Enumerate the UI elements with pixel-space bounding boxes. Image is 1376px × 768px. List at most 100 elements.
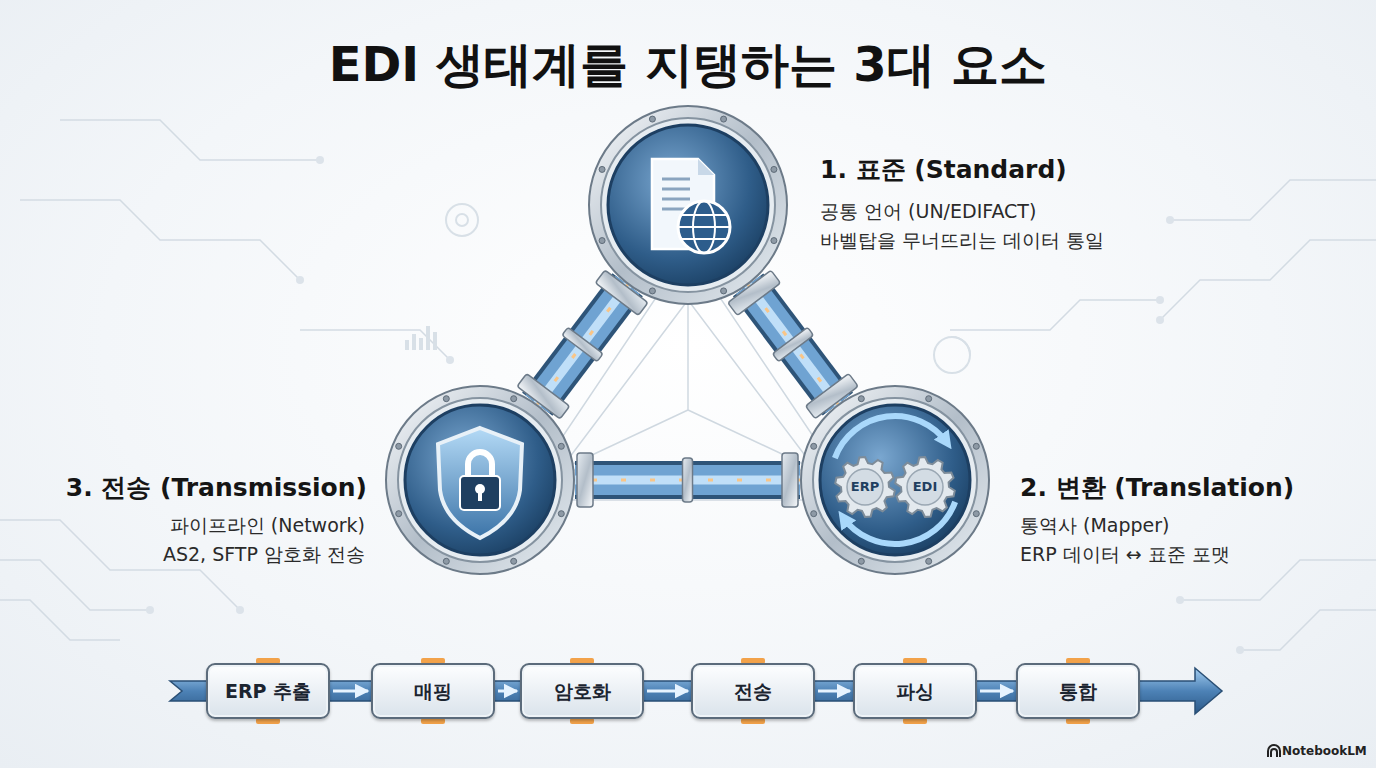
watermark-icon xyxy=(1268,745,1280,757)
element-description: 공통 언어 (UN/EDIFACT) xyxy=(820,200,1036,223)
hub-bolt xyxy=(511,558,517,564)
decor xyxy=(20,200,300,280)
process-step: 암호화 xyxy=(520,663,644,719)
element-heading: 1. 표준 (Standard) xyxy=(820,155,1067,185)
hub-bolt xyxy=(396,511,402,517)
decor xyxy=(1176,596,1184,604)
box-lights xyxy=(256,658,1090,724)
element-description: 파이프라인 (Network) xyxy=(170,514,365,537)
globe-parallel xyxy=(678,226,730,228)
decor xyxy=(950,300,1160,330)
gear-symbol xyxy=(895,457,955,517)
hub-bolt xyxy=(858,396,864,402)
flow-arrow xyxy=(818,690,850,693)
hub-bolt xyxy=(721,116,727,122)
hub-bolt xyxy=(599,238,605,244)
decor xyxy=(1170,180,1376,220)
hub-ring xyxy=(801,386,989,574)
element-description: AS2, SFTP 암호화 전송 xyxy=(163,543,365,566)
pipe-glass xyxy=(748,285,838,404)
decor xyxy=(405,340,409,350)
hub-bolt xyxy=(811,443,817,449)
flow-arrow xyxy=(647,690,688,693)
pipe-flange xyxy=(772,327,813,361)
flow-arrow xyxy=(980,690,1013,693)
hub-bolt xyxy=(926,558,932,564)
hub-ring xyxy=(386,386,574,574)
gear-label: ERP xyxy=(851,479,879,495)
lock-keyhole xyxy=(478,490,482,501)
decor xyxy=(236,606,244,614)
decor xyxy=(146,606,154,614)
pipe-flange xyxy=(577,453,593,507)
hub-bolt xyxy=(599,166,605,172)
gear-teeth xyxy=(895,457,955,517)
pipe-glow xyxy=(748,285,838,404)
document-line xyxy=(662,188,690,191)
decor xyxy=(433,332,437,350)
pipe-body xyxy=(748,285,838,404)
decor xyxy=(0,600,120,640)
decor xyxy=(952,337,970,355)
document-line xyxy=(662,198,690,201)
hub-bolt xyxy=(558,511,564,517)
pipe-glow xyxy=(537,285,627,404)
decor xyxy=(1240,610,1376,650)
gear-hub xyxy=(907,469,943,505)
gear-hub xyxy=(847,469,883,505)
process-step: 통합 xyxy=(1016,663,1140,719)
decor xyxy=(412,334,416,350)
hub-bolt xyxy=(443,558,449,564)
circuit-dots xyxy=(146,156,1244,654)
pipe-connector xyxy=(517,270,648,419)
hub-bolt xyxy=(973,511,979,517)
decor xyxy=(419,338,423,350)
decor xyxy=(1156,316,1164,324)
gear-teeth xyxy=(835,457,895,517)
hub-art xyxy=(386,386,574,574)
pipe-connector xyxy=(575,453,800,507)
globe-parallel xyxy=(681,214,727,216)
flow-connector xyxy=(647,691,688,692)
process-step: 전송 xyxy=(691,663,815,719)
hub-bolt xyxy=(511,396,517,402)
pipe-flange xyxy=(782,453,798,507)
decor xyxy=(1180,560,1376,600)
flow-connector xyxy=(980,691,1013,692)
hub-outline xyxy=(800,385,990,575)
decor xyxy=(1156,296,1164,304)
pipe-flange-plate xyxy=(683,458,693,502)
hub-bolt xyxy=(649,116,655,122)
decor xyxy=(1268,745,1280,757)
globe-symbol xyxy=(678,201,730,253)
decor xyxy=(0,560,150,610)
pipe-flange-plate xyxy=(782,453,798,507)
hub-inner-ring xyxy=(813,398,977,562)
lock-body xyxy=(460,476,500,510)
pipe-connector xyxy=(728,270,858,418)
hub-disc xyxy=(405,405,555,555)
step-label: 암호화 xyxy=(554,680,611,703)
hub-disc xyxy=(820,405,970,555)
hub-art xyxy=(589,106,787,304)
gears-icon xyxy=(835,416,955,544)
standard-hub: 1. 표준 (Standard)공통 언어 (UN/EDIFACT)바벨탑을 무… xyxy=(588,105,788,305)
cycle-arrow xyxy=(835,416,948,458)
hub-bolt xyxy=(396,443,402,449)
element-heading: 3. 전송 (Transmission) xyxy=(66,473,367,503)
document-globe-icon xyxy=(652,159,730,253)
hub-ring xyxy=(589,106,787,304)
step-label: 매핑 xyxy=(414,680,452,703)
hub-disc xyxy=(608,125,768,285)
flow-connector xyxy=(333,691,368,692)
decor xyxy=(446,356,454,364)
hub-bolt xyxy=(558,443,564,449)
pipe-glass xyxy=(537,285,627,404)
element-description: 통역사 (Mapper) xyxy=(1020,514,1170,537)
decor xyxy=(1271,749,1277,757)
decor xyxy=(426,326,430,350)
hub-bolt xyxy=(811,511,817,517)
process-step: ERP 추출 xyxy=(206,663,330,719)
hub-outline xyxy=(385,385,575,575)
